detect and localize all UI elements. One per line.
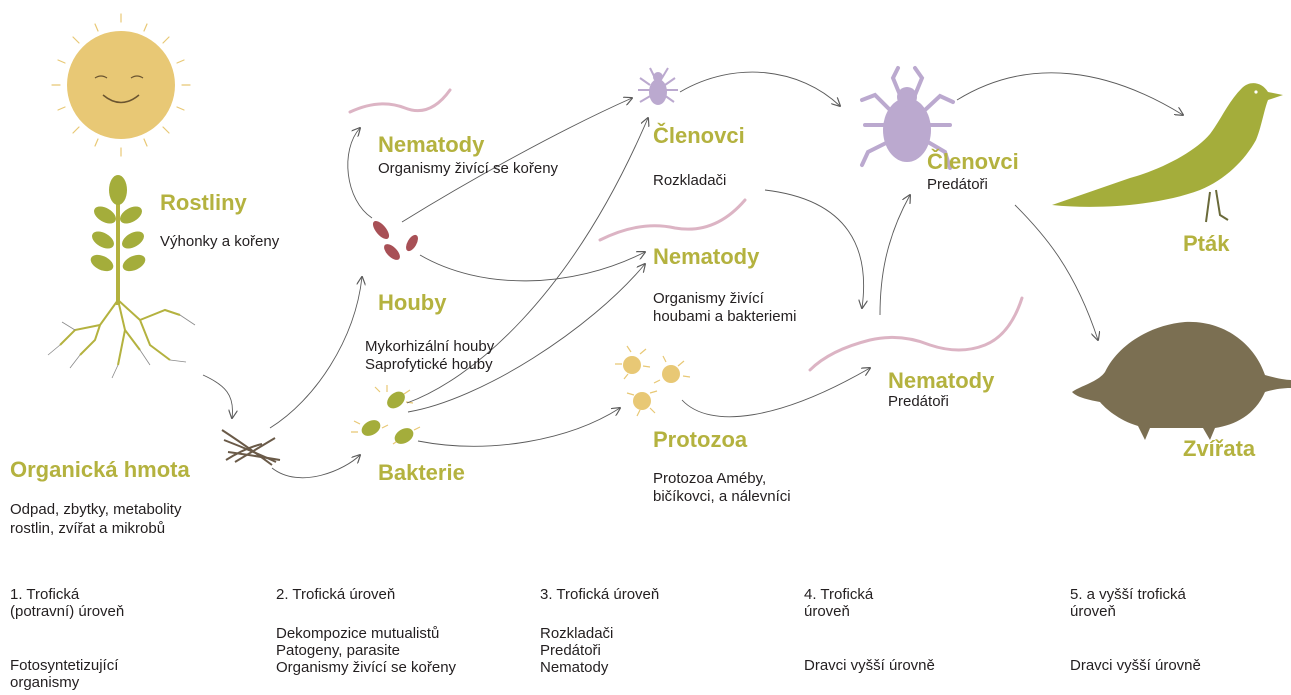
arthropods-predators-subtitle: Predátoři: [927, 176, 988, 193]
nematodes-roots-subtitle: Organismy živící se kořeny: [378, 160, 558, 177]
arthropods-shredders-subtitle: Rozkladači: [653, 172, 726, 189]
fungi-sub1: Mykorhizální houby: [365, 338, 494, 355]
nematodes-roots-title: Nematody: [378, 133, 484, 157]
bird-icon: [1052, 83, 1283, 222]
nematode-icon: [810, 298, 1022, 370]
trophic-level-4-title: 4. Trofická úroveň: [804, 586, 873, 620]
nematode-icon: [600, 200, 745, 240]
trophic-level-2-desc: Dekompozice mutualistů Patogeny, parasit…: [276, 625, 456, 676]
trophic-level-4-desc: Dravci vyšší úrovně: [804, 657, 935, 674]
bird-title: Pták: [1183, 232, 1229, 256]
plants-subtitle: Výhonky a kořeny: [160, 233, 279, 250]
organic-matter-title: Organická hmota: [10, 458, 190, 482]
trophic-level-3-title: 3. Trofická úroveň: [540, 586, 659, 603]
nematodes-fb-sub1: Organismy živící: [653, 290, 764, 307]
fungi-sub2: Saprofytické houby: [365, 356, 493, 373]
nematodes-fb-sub2: houbami a bakteriemi: [653, 308, 796, 325]
protozoa-title: Protozoa: [653, 428, 747, 452]
nematode-icon: [350, 90, 450, 112]
arthropods-predators-title: Členovci: [927, 150, 1019, 174]
animals-title: Zvířata: [1183, 437, 1255, 461]
trophic-level-2-title: 2. Trofická úroveň: [276, 586, 395, 603]
trophic-level-1-title: 1. Trofická (potravní) úroveň: [10, 586, 124, 620]
bacteria-title: Bakterie: [378, 461, 465, 485]
nematodes-fb-title: Nematody: [653, 245, 759, 269]
mole-icon: [1072, 322, 1291, 440]
sun-icon: [52, 14, 190, 156]
fungi-title: Houby: [378, 291, 446, 315]
protozoa-sub2: bičíkovci, a nálevníci: [653, 488, 791, 505]
nematodes-predators-subtitle: Predátoři: [888, 393, 949, 410]
plants-title: Rostliny: [160, 191, 247, 215]
trophic-level-5-desc: Dravci vyšší úrovně: [1070, 657, 1201, 674]
organic-matter-icon: [222, 430, 280, 465]
trophic-level-5-title: 5. a vyšší trofická úroveň: [1070, 586, 1186, 620]
nematodes-predators-title: Nematody: [888, 369, 994, 393]
trophic-level-3-desc: Rozkladači Predátoři Nematody: [540, 625, 613, 676]
organic-matter-sub1: Odpad, zbytky, metabolity: [10, 501, 181, 518]
fungi-icon: [370, 218, 420, 262]
trophic-level-1-desc: Fotosyntetizující organismy: [10, 657, 118, 691]
protozoa-icon: [615, 346, 690, 416]
protozoa-sub1: Protozoa Améby,: [653, 470, 766, 487]
organic-matter-sub2: rostlin, zvířat a mikrobů: [10, 520, 165, 537]
arthropods-shredders-title: Členovci: [653, 124, 745, 148]
arthropod-icon: [638, 68, 678, 105]
bacteria-icon: [351, 385, 420, 447]
